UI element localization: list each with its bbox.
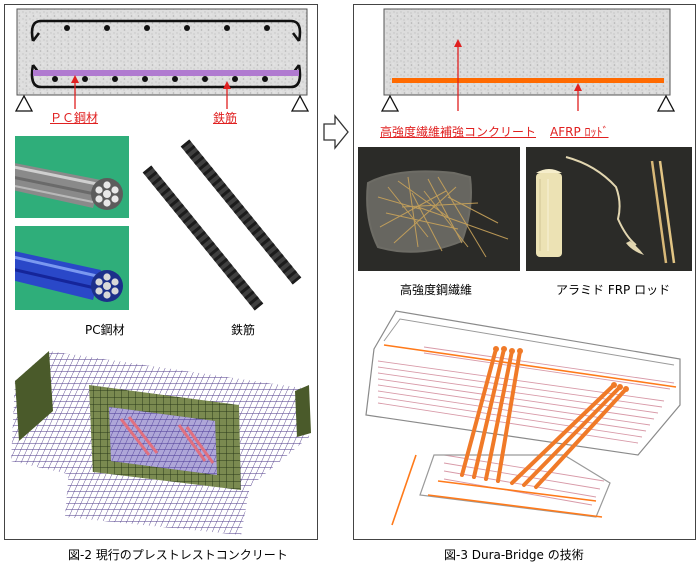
left-support-icon [380, 94, 400, 112]
concrete-beam [16, 8, 308, 96]
rebar-photo-label: 鉄筋 [231, 323, 256, 337]
current-pc-panel: ＰＣ鋼材 鉄筋 PC鋼材 [4, 4, 318, 540]
left-support-icon [14, 94, 34, 112]
rebar-photo [142, 139, 302, 311]
pc-beam-diagram [14, 8, 310, 112]
figure-3-caption: 図-3 Dura-Bridge の技術 [444, 548, 584, 562]
figure-2-caption: 図-2 現行のプレストレストコンクリート [68, 548, 288, 562]
dura-bridge-model [365, 310, 681, 526]
right-support-icon [290, 94, 310, 112]
pc-strand-line [33, 70, 299, 76]
steel-fiber-photo [358, 147, 520, 271]
pc-strand-photo-1 [15, 136, 129, 218]
right-support-icon [656, 94, 676, 112]
dura-bridge-panel: 高強度繊維補強コンクリート AFRP ﾛｯﾄﾞ 高強度鋼繊維 [353, 4, 696, 540]
pc-strand-photo-2 [15, 226, 129, 310]
pc-box-girder-model [11, 351, 311, 535]
pc-strand-label: ＰＣ鋼材 [50, 111, 99, 125]
aramid-rod-photo [526, 147, 692, 271]
dura-beam-diagram [380, 8, 676, 112]
afrp-rod-label: AFRP ﾛｯﾄﾞ [550, 125, 609, 139]
steel-fiber-photo-label: 高強度鋼繊維 [400, 283, 473, 297]
afrp-rod-line [392, 78, 664, 83]
aramid-rod-photo-label: アラミド FRP ロッド [556, 283, 671, 297]
rebar-label: 鉄筋 [213, 111, 238, 125]
transition-arrow [323, 114, 349, 150]
fiber-concrete-label: 高強度繊維補強コンクリート [380, 125, 537, 139]
pc-strand-photo-label: PC鋼材 [85, 323, 125, 337]
